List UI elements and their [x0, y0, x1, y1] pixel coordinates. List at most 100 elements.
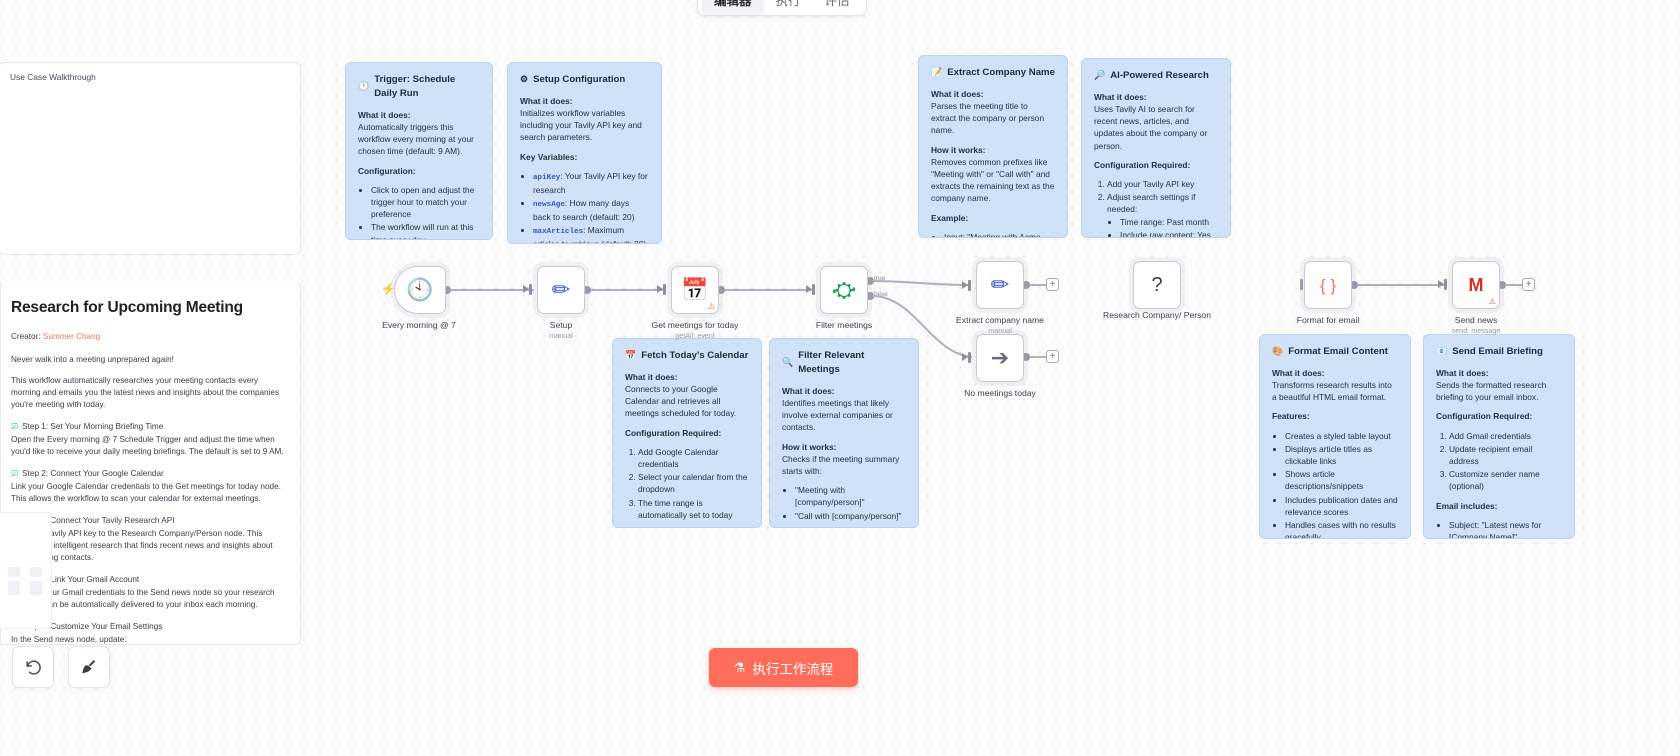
node-schedule-trigger[interactable]: 🕙 — [394, 266, 446, 314]
sticky-note-fetch-calendar[interactable]: 📅 Fetch Today's Calendar What it does: C… — [612, 338, 762, 528]
flask-icon: ⚗ — [733, 659, 746, 675]
label-what-it-does: What it does: — [1094, 91, 1147, 102]
sticky-note-fetch-title: Fetch Today's Calendar — [641, 350, 749, 361]
list-item: "Meeting with [company/person]" — [795, 484, 906, 508]
sticky-note-extract-title: Extract Company Name — [947, 67, 1055, 78]
sticky-note-setup-header: ⚙ Setup Configuration — [520, 73, 649, 87]
use-case-walkthrough-note[interactable]: Use Case Walkthrough — [0, 62, 301, 255]
fetch-config-list: Add Google Calendar credentials Select y… — [625, 446, 749, 521]
text-what-it-does: Initializes workflow variables including… — [520, 108, 642, 143]
label-configuration-required: Configuration Required: — [1094, 159, 1191, 170]
connector-arrow — [523, 285, 529, 293]
clock-icon: 🕙 — [406, 277, 434, 302]
list-item: apiKey: Your Tavily API key for research — [533, 170, 649, 196]
node-extract-company-name[interactable]: ✏ — [976, 261, 1024, 309]
label-what-it-does: What it does: — [1272, 367, 1325, 378]
tagline: Never walk into a meeting unprepared aga… — [11, 354, 174, 364]
gmail-icon: M — [1468, 275, 1484, 295]
connector-stub — [663, 284, 666, 295]
list-item: maxArticles: Maximum articles to retriev… — [533, 224, 649, 243]
label-how-it-works: How it works: — [782, 441, 837, 452]
node-filter-meetings[interactable]: ⛮ — [820, 266, 868, 314]
extract-example-list: Input: "Meeting with Acme Corp" Output: … — [931, 231, 1055, 237]
step-5-body: In the Send news node, update: — [11, 634, 127, 644]
list-item: Shows article descriptions/snippets — [1285, 468, 1398, 492]
node-format-for-email[interactable]: { } — [1304, 261, 1352, 309]
text-what-it-does: Sends the formatted research briefing to… — [1436, 380, 1547, 403]
sticky-note-setup-title: Setup Configuration — [533, 74, 626, 85]
node-label-filter-meetings: Filter meetings — [815, 320, 873, 330]
skeleton-cell — [30, 567, 42, 577]
skeleton-cell — [8, 567, 20, 577]
sticky-note-extract[interactable]: 📝 Extract Company Name What it does: Par… — [918, 55, 1068, 238]
add-node-button[interactable]: + — [1046, 278, 1059, 291]
creator-line: Creator: Summer Chang — [11, 331, 288, 343]
sticky-note-trigger[interactable]: 🕐 Trigger: Schedule Daily Run What it do… — [345, 62, 493, 240]
tab-executions[interactable]: 执行 — [775, 0, 801, 8]
sticky-note-format-header: 🎨 Format Email Content — [1272, 345, 1398, 359]
node-send-news[interactable]: M ⚠ — [1452, 261, 1500, 309]
connector-arrow — [1438, 280, 1444, 288]
text-what-it-does: Connects to your Google Calendar and ret… — [625, 384, 737, 419]
page-title: Research for Upcoming Meeting — [11, 299, 243, 316]
connector-line — [1029, 284, 1048, 286]
sticky-note-format[interactable]: 🎨 Format Email Content What it does: Tra… — [1259, 334, 1411, 539]
list-item: Add Gmail credentials — [1449, 430, 1562, 442]
sticky-note-filter[interactable]: 🔍 Filter Relevant Meetings What it does:… — [769, 338, 919, 528]
list-item: Include raw content: Yes — [1120, 229, 1218, 237]
sticky-note-setup[interactable]: ⚙ Setup Configuration What it does: Init… — [507, 62, 662, 244]
add-node-button[interactable]: + — [1046, 350, 1059, 363]
sticky-note-extract-header: 📝 Extract Company Name — [931, 66, 1055, 80]
step-3-body: Add your Tavily API key to the Research … — [11, 528, 273, 563]
add-node-button[interactable]: + — [1522, 278, 1535, 291]
list-item: Time range: Past month — [1120, 216, 1218, 228]
connector-arrow — [806, 285, 812, 293]
execute-workflow-button[interactable]: ⚗ 执行工作流程 — [709, 648, 858, 687]
connector-arrow — [962, 281, 968, 289]
skeleton-cell — [30, 581, 42, 595]
connector-line — [724, 289, 814, 291]
label-what-it-does: What it does: — [520, 95, 573, 106]
workflow-info-panel[interactable]: Research for Upcoming Meeting Creator: S… — [0, 282, 301, 645]
label-what-it-does: What it does: — [625, 371, 678, 382]
list-item: Adjust search settings if needed: Time r… — [1107, 191, 1218, 237]
node-setup[interactable]: ✏ — [537, 266, 585, 314]
connector-arrow — [962, 353, 968, 361]
connector-stub — [968, 280, 971, 291]
node-get-meetings[interactable]: 📅 ⚠ — [671, 266, 719, 314]
sticky-note-trigger-title: Trigger: Schedule Daily Run — [374, 74, 456, 99]
node-label-send-news: Send news — [1454, 315, 1498, 325]
sticky-note-research-title: AI-Powered Research — [1110, 70, 1209, 81]
google-calendar-icon: 📅 — [681, 277, 709, 302]
node-no-meetings-today[interactable]: ➔ — [976, 334, 1024, 382]
node-label-schedule-trigger: Every morning @ 7 — [382, 320, 456, 330]
node-research-company-person[interactable]: ? — [1133, 261, 1181, 309]
view-tabs[interactable]: 编辑器 执行 评估 — [697, 0, 867, 16]
connector-dot-false — [866, 292, 874, 300]
tab-editor[interactable]: 编辑器 — [702, 0, 764, 15]
text-how-it-works: Removes common prefixes like "Meeting wi… — [931, 156, 1055, 204]
tidy-up-button[interactable] — [68, 646, 110, 688]
send-config-list: Add Gmail credentials Update recipient e… — [1436, 430, 1562, 493]
code-braces-icon: { } — [1319, 275, 1337, 295]
node-label-no-meetings-today: No meetings today — [964, 388, 1036, 398]
list-item: Input: "Meeting with Acme Corp" — [944, 231, 1055, 237]
creator-label: Creator: — [11, 332, 41, 342]
branch-label-true: true — [874, 275, 886, 282]
label-configuration-required: Configuration Required: — [1436, 411, 1533, 422]
warning-icon: ⚠ — [1488, 297, 1496, 306]
sticky-note-send[interactable]: 📧 Send Email Briefing What it does: Send… — [1423, 334, 1575, 539]
step-1-title: ☑ Step 1: Set Your Morning Briefing Time — [11, 421, 164, 431]
sticky-note-research[interactable]: 🔎 AI-Powered Research What it does: Uses… — [1081, 58, 1231, 238]
connector-dot — [717, 286, 725, 294]
setup-variable-list: apiKey: Your Tavily API key for research… — [520, 170, 649, 243]
connector-arrow — [657, 285, 663, 293]
execute-workflow-label: 执行工作流程 — [752, 661, 834, 677]
magnifier-icon: 🔎 — [1094, 70, 1106, 81]
creator-name: Summer Chang — [42, 332, 101, 342]
node-label-get-meetings: Get meetings for today — [651, 320, 739, 330]
undo-button[interactable] — [12, 646, 54, 688]
tab-evaluation[interactable]: 评估 — [824, 0, 850, 8]
text-what-it-does: Transforms research results into a beaut… — [1272, 380, 1392, 403]
node-label-research-company-person: Research Company/ Person — [1103, 310, 1211, 320]
